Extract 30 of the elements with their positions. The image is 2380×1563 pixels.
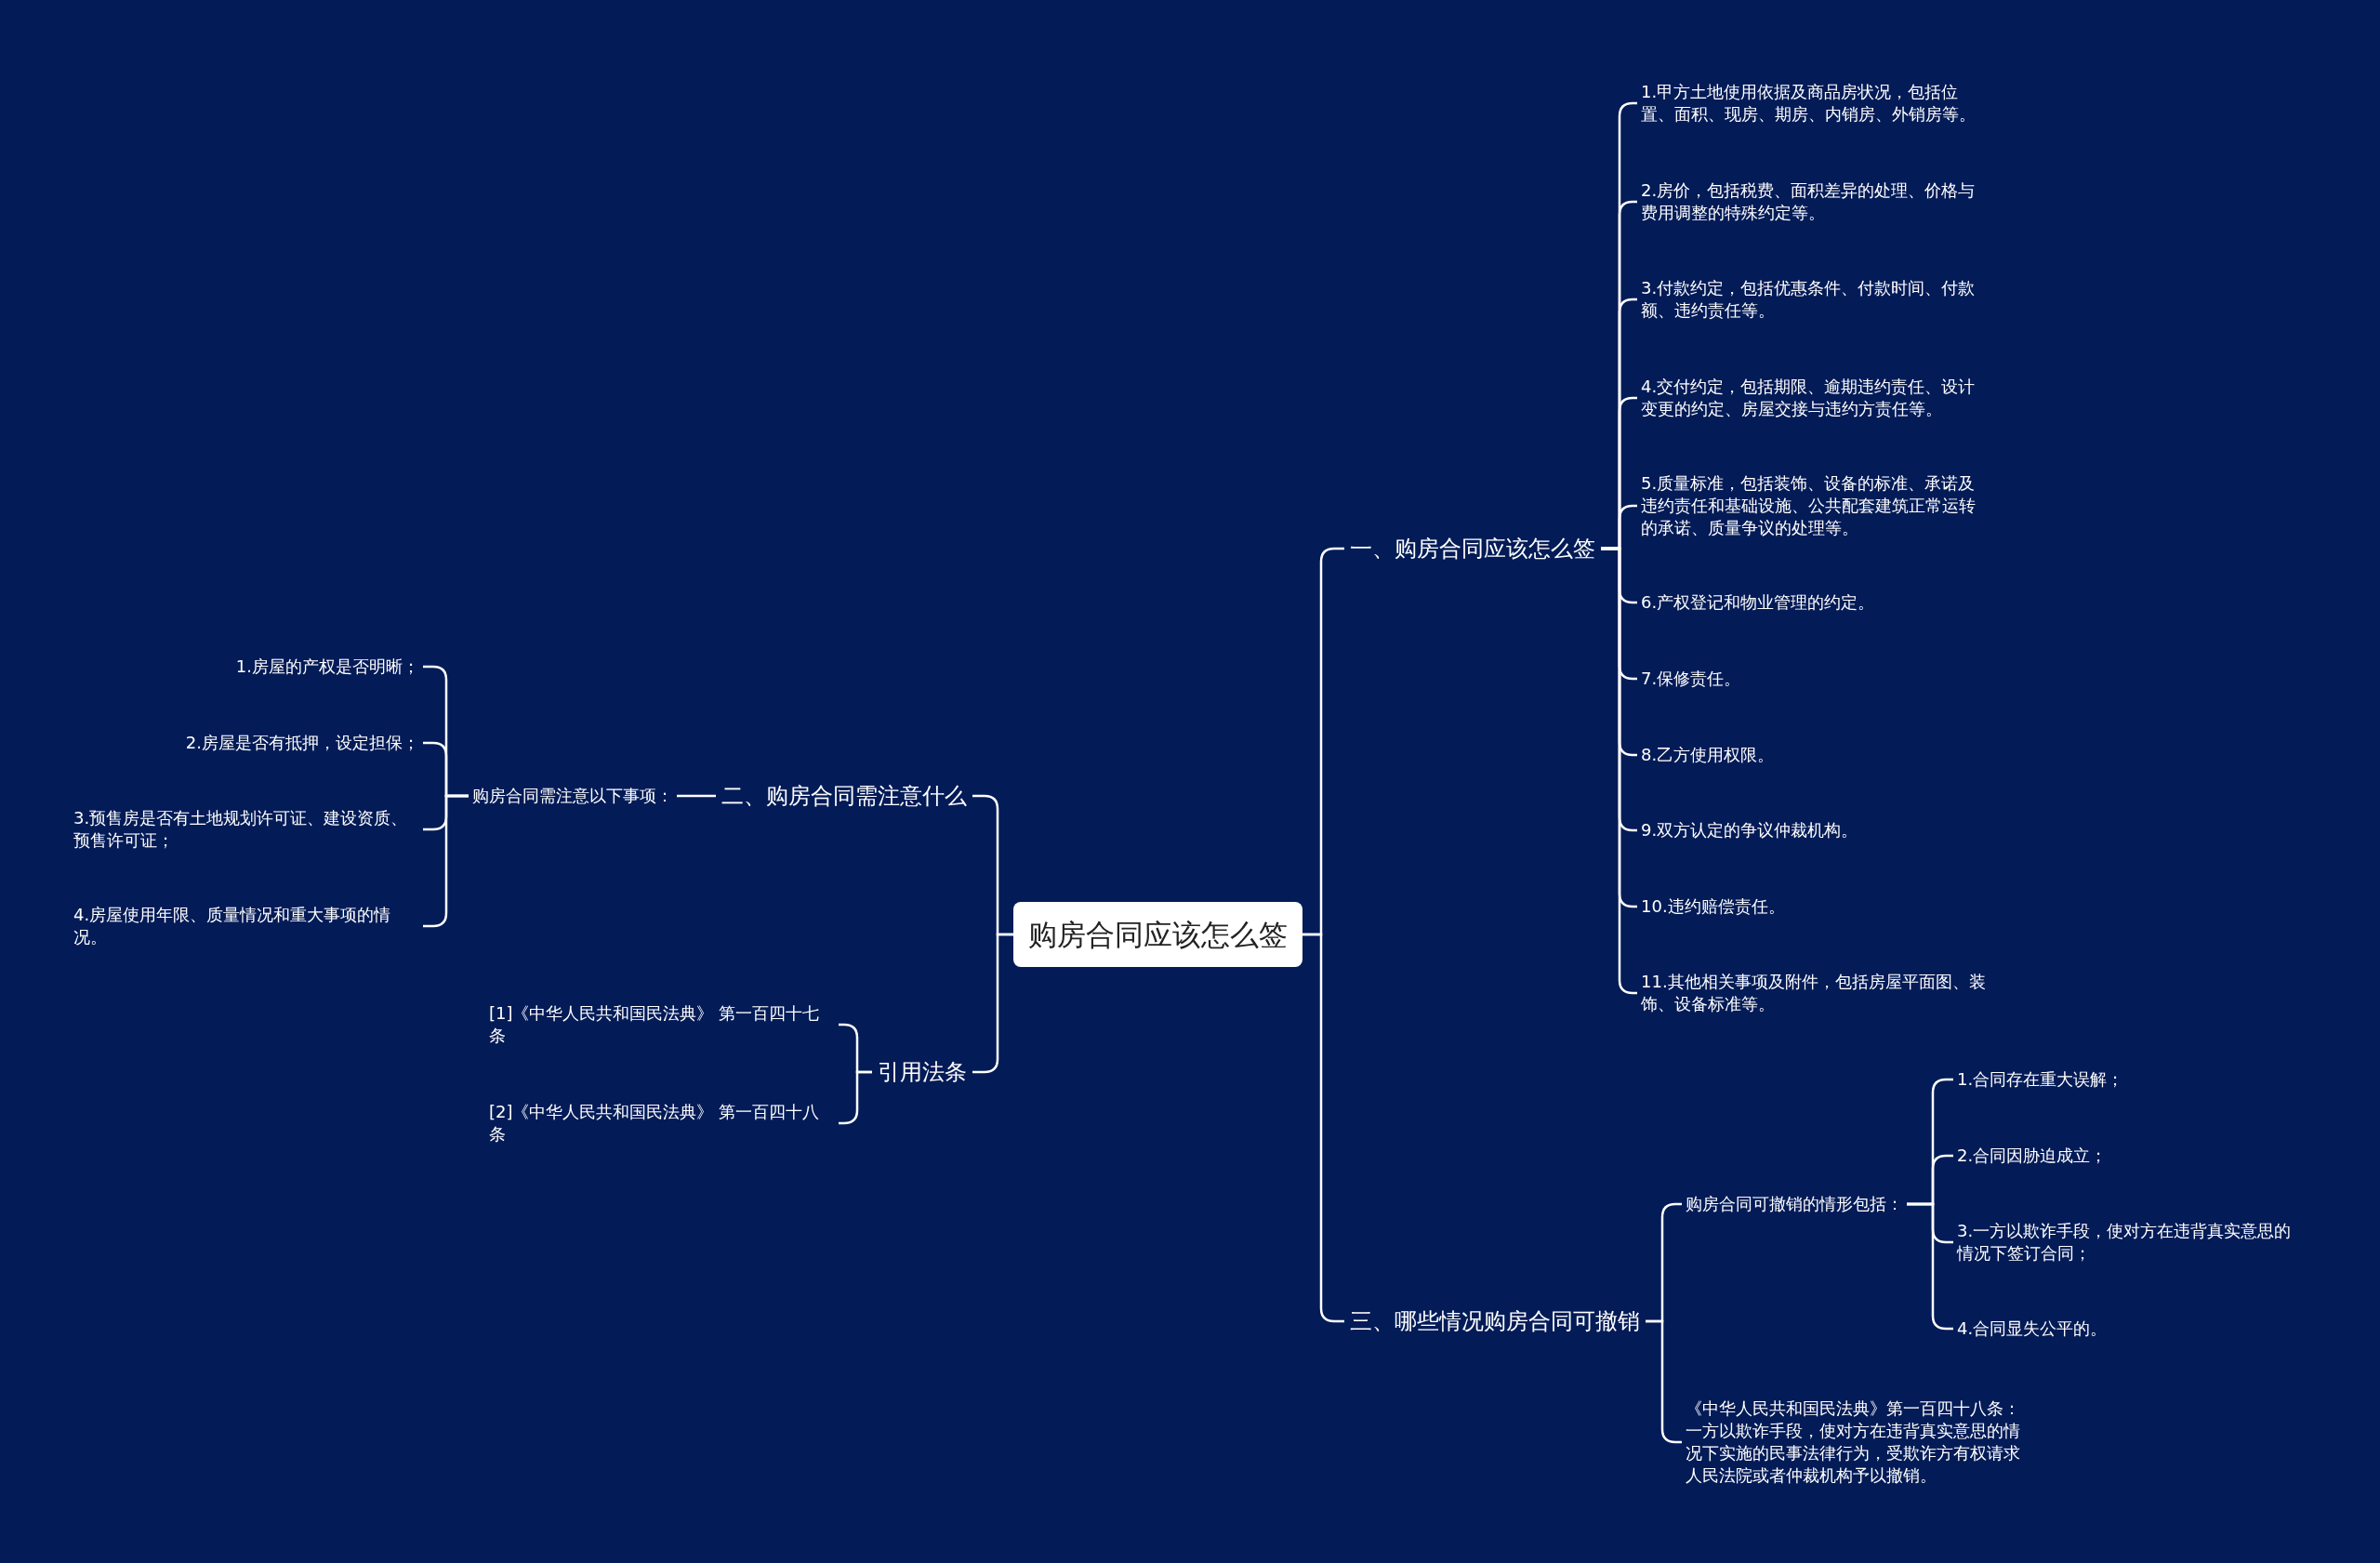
central-topic-box: 购房合同应该怎么签: [1013, 902, 1302, 967]
topic-text: 4.合同显失公平的。: [1953, 1318, 2111, 1340]
topic-text: 6.产权登记和物业管理的约定。: [1637, 591, 1879, 614]
branch-topic: 一、购房合同应该怎么签: [1344, 534, 1601, 563]
topic-text: 3.一方以欺诈手段，使对方在违背真实意思的情况下签订合同；: [1953, 1220, 2311, 1265]
topic-text: 《中华人民共和国民法典》第一百四十八条：一方以欺诈手段，使对方在违背真实意思的情况下实施的民事法律行为，受欺诈方有权请求人民法院或者仲裁机构予以撤销。: [1682, 1397, 2040, 1487]
topic-text: 1.甲方土地使用依据及商品房状况，包括位置、面积、现房、期房、内销房、外销房等。: [1637, 81, 1990, 126]
branch-topic: 二、购房合同需注意什么: [716, 781, 972, 811]
topic-text: 2.合同因胁迫成立；: [1953, 1145, 2111, 1167]
topic-text: 1.房屋的产权是否明晰；: [231, 656, 423, 678]
connector-line: [677, 794, 716, 798]
topic-text: 3.预售房是否有土地规划许可证、建设资质、预售许可证；: [70, 807, 423, 852]
topic-text: [1]《中华人民共和国民法典》 第一百四十七条: [485, 1002, 839, 1047]
branch-topic: 三、哪些情况购房合同可撤销: [1344, 1306, 1646, 1336]
topic-text: 2.房屋是否有抵押，设定担保；: [181, 732, 423, 754]
topic-text: 3.付款约定，包括优惠条件、付款时间、付款额、违约责任等。: [1637, 277, 1990, 322]
topic-text: 2.房价，包括税费、面积差异的处理、价格与费用调整的特殊约定等。: [1637, 179, 1990, 224]
topic-text: 4.房屋使用年限、质量情况和重大事项的情况。: [70, 904, 423, 948]
topic-text: 7.保修责任。: [1637, 668, 1745, 690]
topic-text: 10.违约赔偿责任。: [1637, 895, 1789, 918]
topic-text: 9.双方认定的争议仲裁机构。: [1637, 819, 1862, 841]
topic-text: 8.乙方使用权限。: [1637, 744, 1778, 766]
topic-text: 1.合同存在重大误解；: [1953, 1068, 2128, 1091]
topic-text: [2]《中华人民共和国民法典》 第一百四十八条: [485, 1101, 839, 1146]
topic-text: 11.其他相关事项及附件，包括房屋平面图、装饰、设备标准等。: [1637, 971, 1990, 1015]
topic-text: 4.交付约定，包括期限、逾期违约责任、设计变更的约定、房屋交接与违约方责任等。: [1637, 376, 1990, 420]
topic-text: 购房合同可撤销的情形包括：: [1682, 1193, 1907, 1215]
topic-text: 购房合同需注意以下事项：: [469, 785, 677, 807]
branch-topic: 引用法条: [872, 1057, 972, 1087]
topic-text: 5.质量标准，包括装饰、设备的标准、承诺及违约责任和基础设施、公共配套建筑正常运转的承诺、质量争议的处理等。: [1637, 472, 1990, 539]
